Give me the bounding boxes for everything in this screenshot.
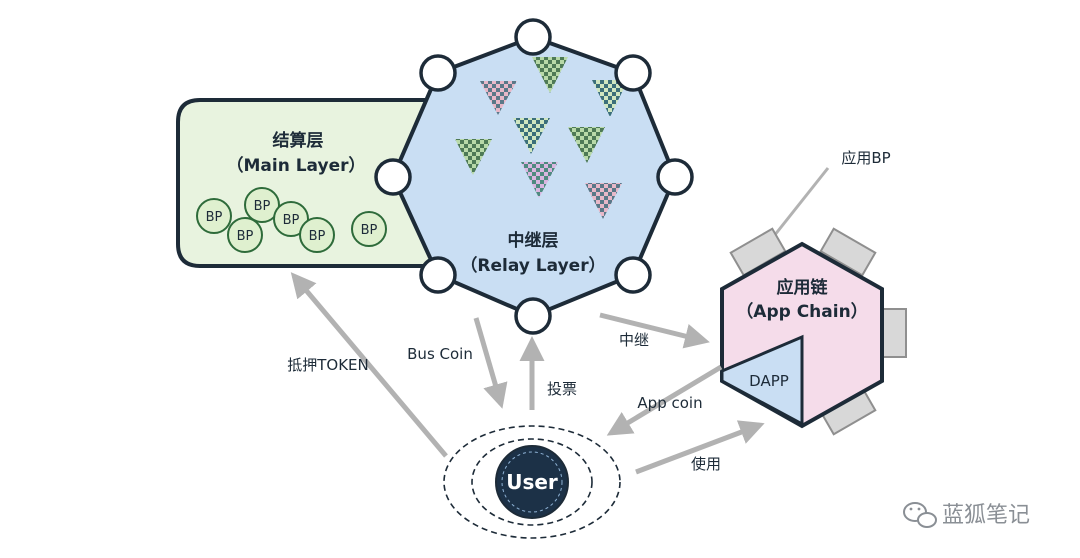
bp-node: BP [351,211,387,247]
watermark: 蓝狐笔记 [903,502,1030,528]
relay-port [514,18,552,56]
svg-text:BP: BP [237,229,254,244]
token-triangle [592,80,628,117]
token-triangle [585,183,622,219]
svg-text:BP: BP [309,229,326,244]
relay-port [514,297,552,335]
token-triangle [532,57,568,93]
watermark-text: 蓝狐笔记 [942,503,1030,528]
user-outer-ring [443,425,621,539]
arrow-use-label: 使用 [691,455,721,473]
relay-port [614,54,652,92]
arrow-app-coin [606,364,723,436]
relay-port [419,256,457,294]
user-inner-ring [471,438,593,526]
relay-layer-title: 中继层 [508,230,559,251]
relay-port [656,158,694,196]
token-triangle [480,81,517,115]
main-layer-bp-group: BP BP BP BP BP BP [196,187,387,253]
svg-text:BP: BP [361,223,378,238]
arrow-relay-label: 中继 [619,331,649,349]
token-triangle [568,127,605,163]
arrow-bus-coin-label: Bus Coin [407,345,473,363]
arrow-stake-token [290,272,448,458]
arrow-app-coin-label: App coin [637,394,702,412]
arrow-use [635,420,765,475]
app-chain: 应用BP DAPP 应用链 （App Chain） [720,149,907,436]
svg-text:BP: BP [206,210,223,225]
svg-text:BP: BP [283,213,300,228]
relay-layer: 中继层 （Relay Layer） [374,18,694,335]
user-label: User [506,470,558,494]
app-bp-label: 应用BP [841,149,890,167]
relay-port [614,256,652,294]
svg-text:BP: BP [254,199,271,214]
relay-layer-subtitle: （Relay Layer） [460,255,605,276]
token-triangle [513,118,550,154]
main-layer-title: 结算层 [273,130,324,151]
arrow-bus-coin [473,317,508,409]
arrow-vote-label: 投票 [547,380,577,398]
user: User [443,425,621,539]
bp-node: BP [244,187,280,223]
user-node [495,445,569,519]
bp-node: BP [299,217,335,253]
token-triangle [455,139,492,175]
relay-port [419,54,457,92]
arrows: 抵押TOKEN Bus Coin 投票 中继 App coin 使用 [287,272,765,475]
relay-port [374,158,412,196]
bp-node: BP [196,198,232,234]
dapp-region [720,334,804,427]
app-bp-node [879,308,907,358]
token-triangle [521,162,558,198]
main-layer-subtitle: （Main Layer） [226,155,365,176]
dapp-label: DAPP [749,372,789,390]
bp-node: BP [227,217,263,253]
relay-ports [374,18,694,335]
app-chain-title: 应用链 [777,277,829,298]
user-node-ring [501,451,563,513]
relay-tokens [455,57,628,219]
app-chain-subtitle: （App Chain） [736,301,867,322]
wechat-icon [903,502,937,528]
arrow-relay [599,312,710,349]
bp-node: BP [273,201,309,237]
main-layer: 结算层 （Main Layer） BP BP BP BP BP BP [176,98,440,268]
app-bp-pointer [772,167,830,237]
app-chain-side-nodes [729,227,907,436]
app-bp-node [819,227,877,277]
arrow-stake-token-label: 抵押TOKEN [287,356,369,374]
